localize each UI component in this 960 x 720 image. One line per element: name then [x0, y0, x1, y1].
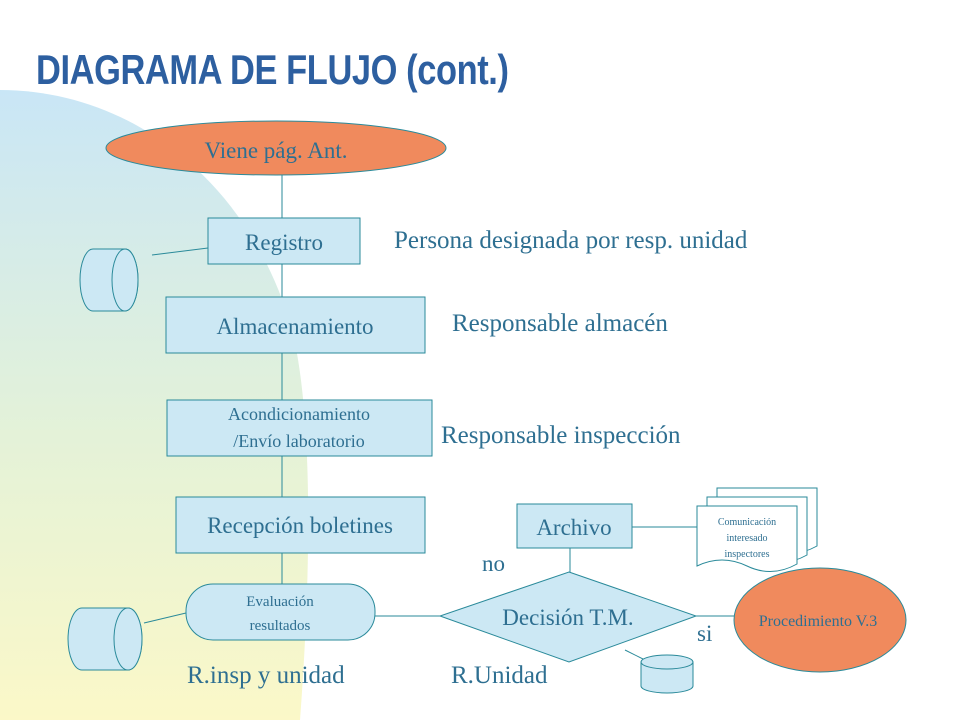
decision-annotation: R.Unidad: [451, 662, 548, 689]
multi-document-icon: [696, 487, 818, 572]
almacenamiento-annotation: Responsable almacén: [452, 310, 668, 337]
start-terminator: [105, 120, 447, 176]
almacenamiento-box: [165, 296, 426, 354]
recepcion-box: [175, 496, 426, 554]
registro-annotation: Persona designada por resp. unidad: [394, 227, 748, 254]
start-terminator-label: Viene pág. Ant.: [205, 138, 348, 163]
recepcion-label: Recepción boletines: [207, 513, 393, 538]
evaluacion-annotation: R.insp y unidad: [187, 662, 345, 689]
acondicionamiento-box: [166, 399, 433, 457]
storage-cylinder-icon: [79, 248, 139, 312]
page-title: DIAGRAMA DE FLUJO (cont.): [36, 46, 509, 93]
evaluacion-label-line1: Evaluación: [246, 594, 314, 610]
document-label-line2: interesado: [726, 533, 767, 544]
connector-lines: [143, 172, 734, 661]
branch-label-no: no: [482, 551, 505, 576]
registro-label: Registro: [245, 230, 323, 255]
decision-diamond: [438, 571, 698, 663]
acondicionamiento-label-line2: /Envío laboratorio: [233, 431, 364, 451]
evaluacion-box: [185, 583, 376, 641]
evaluacion-label-line2: resultados: [250, 618, 311, 634]
almacenamiento-label: Almacenamiento: [216, 314, 373, 339]
archivo-label: Archivo: [536, 515, 611, 540]
registro-box: [207, 217, 361, 265]
document-label-line3: inspectores: [725, 549, 770, 560]
decision-label: Decisión T.M.: [502, 605, 633, 630]
archivo-box: [516, 503, 633, 549]
storage-cylinder-icon: [67, 607, 143, 671]
acondicionamiento-label-line1: Acondicionamiento: [228, 404, 370, 424]
storage-cylinder-icon: [640, 654, 694, 694]
procedimiento-label: Procedimiento V.3: [759, 613, 878, 630]
document-label-line1: Comunicación: [718, 517, 776, 528]
branch-label-si: si: [697, 621, 712, 646]
procedimiento-terminator: [733, 567, 907, 673]
acondicionamiento-annotation: Responsable inspección: [441, 422, 681, 449]
